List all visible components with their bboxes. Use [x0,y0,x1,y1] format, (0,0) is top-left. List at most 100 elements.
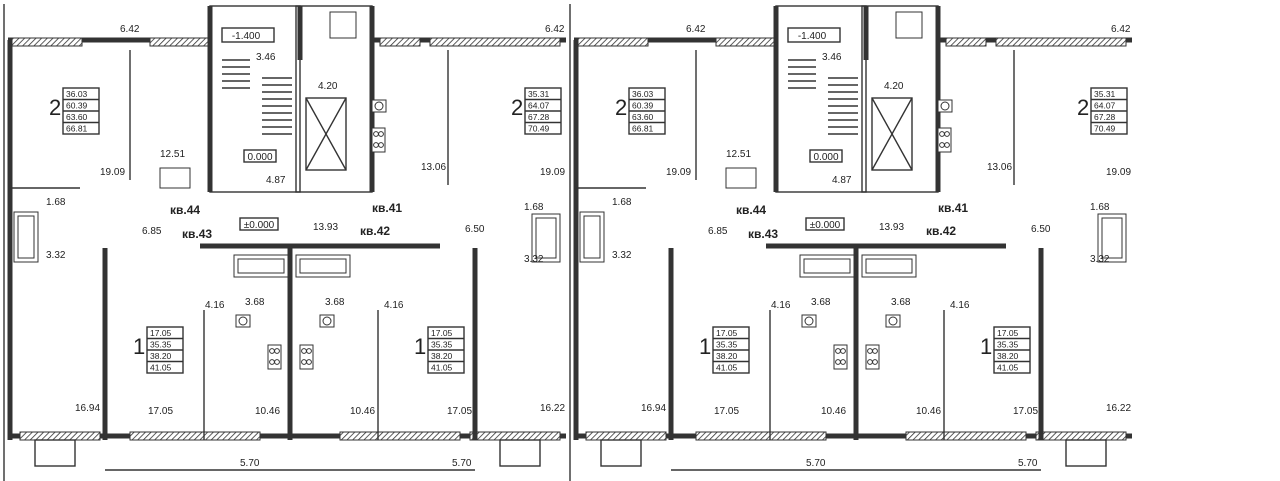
kv43-area-value: 38.20 [150,351,172,361]
lift-level-label: 0.000 [247,152,272,163]
kv41-stove-burner [373,131,379,137]
kv41-area-value: 64.07 [528,101,550,111]
kv41-stove-burner [939,131,945,137]
kv44-bathtub-inner [583,215,601,259]
kv44-room-top-area: 6.42 [120,24,140,35]
kv41-label: кв.41 [372,201,402,215]
lift-shaft [871,97,913,171]
kv43-stove-burner [835,359,841,365]
kv42-area-value: 41.05 [431,363,453,373]
kv43-side-area: 16.94 [75,403,100,414]
kv44-area-value: 63.60 [632,112,654,122]
wall-hatch [11,37,83,47]
wall-hatch [429,37,561,47]
level-box [809,149,843,163]
kv41-area-value: 67.28 [528,112,550,122]
kv43-balcony-box [600,439,642,467]
kv43-kitchen-area: 10.46 [255,406,280,417]
kv43-area-value: 17.05 [150,328,172,338]
zero-level-label: ±0.000 [244,220,275,231]
kv44-room-top-area: 6.42 [686,24,706,35]
kv42-room-area: 17.05 [447,406,472,417]
kv41-area-value: 64.07 [1094,101,1116,111]
kv41-bath-area: 1.68 [1090,202,1110,213]
hall-top-area-label: 12.51 [160,149,185,160]
shaft-box [895,11,923,39]
zero-level-box [805,217,845,231]
kv44-bath-area: 1.68 [46,197,66,208]
wall-hatch [19,431,101,441]
corridor-area-label: 4.20 [884,81,904,92]
kv43-area-value: 38.20 [716,351,738,361]
level-box [243,149,277,163]
corridor-area-label: 4.20 [318,81,338,92]
kv44-room-main-area: 19.09 [666,167,691,178]
kv43-stove-burner [269,348,275,354]
kv44-hall-area: 6.85 [708,226,728,237]
kv41-area-value: 35.31 [1094,89,1116,99]
kv44-label: кв.44 [170,203,200,217]
kv42-hall-area: 4.16 [384,300,404,311]
kv41-bathtub-inner [1101,217,1123,259]
lift-cross [305,97,347,171]
kv41-stove-burner [378,131,384,137]
kv43-side-area: 16.94 [641,403,666,414]
kv43-balcony-area: 5.70 [240,458,260,469]
lift-cross [871,97,913,171]
kv43-kitchen-area: 10.46 [821,406,846,417]
hall-center-area-label: 4.87 [266,175,286,186]
kv41-room-main-area: 19.09 [1106,167,1131,178]
kv44-hall-area: 6.85 [142,226,162,237]
kv42-sink-bowl [888,316,898,326]
kv41-label: кв.41 [938,201,968,215]
kv43-stove-burner [274,348,280,354]
level-box [221,27,275,43]
kv43-sink-bowl [238,316,248,326]
lift-level-label: 0.000 [813,152,838,163]
wall-hatch [695,431,827,441]
kv43-label: кв.43 [748,227,778,241]
kv41-rooms-count: 2 [1077,95,1089,120]
kv41-room-main-area: 19.09 [540,167,565,178]
kv42-side-area: 16.22 [540,403,565,414]
kv44-area-value: 66.81 [632,124,654,134]
kv42-bathtub-inner [299,258,347,274]
hall-center-area-label: 4.87 [832,175,852,186]
kv43-area-value: 41.05 [150,363,172,373]
kv42-stove-burner [872,348,878,354]
wall-hatch [585,431,667,441]
kv44-area-value: 36.03 [632,89,654,99]
kv42-stove-burner [301,359,307,365]
kv42-area-value: 41.05 [997,363,1019,373]
kv43-bathtub-inner [237,258,285,274]
wall-hatch [149,37,211,47]
kv41-room-top-area: 6.42 [545,24,565,35]
kv42-stove-burner [306,348,312,354]
kv43-balcony-area: 5.70 [806,458,826,469]
kv42-side-area: 16.22 [1106,403,1131,414]
kv43-bath-area: 3.68 [245,297,265,308]
kv42-label: кв.42 [360,224,390,238]
kv43-stove-burner [840,348,846,354]
level-box [787,27,841,43]
plan-half-left: -1.4003.460.0004.204.876.42236.0360.3963… [3,4,566,481]
kv41-wc-area: 3.32 [524,254,544,265]
kv43-stove-burner [835,348,841,354]
kv42-balcony-box [1065,439,1107,467]
kv41-kitchen-area: 13.06 [987,162,1012,173]
kv44-area-value: 60.39 [632,101,654,111]
kv44-area-value: 63.60 [66,112,88,122]
kv42-area-value: 17.05 [997,328,1019,338]
wall-hatch [1035,431,1127,441]
kv42-rooms-count: 1 [980,334,992,359]
zero-level-box [239,217,279,231]
kv42-stove-burner [301,348,307,354]
kv43-room-area: 17.05 [148,406,173,417]
wall-hatch [469,431,561,441]
kv43-sink-bowl [804,316,814,326]
kv42-stove [299,344,314,370]
wall-hatch [129,431,261,441]
kv42-balcony-box [499,439,541,467]
kv41-wc-area: 3.32 [1090,254,1110,265]
zero-level-label: ±0.000 [810,220,841,231]
